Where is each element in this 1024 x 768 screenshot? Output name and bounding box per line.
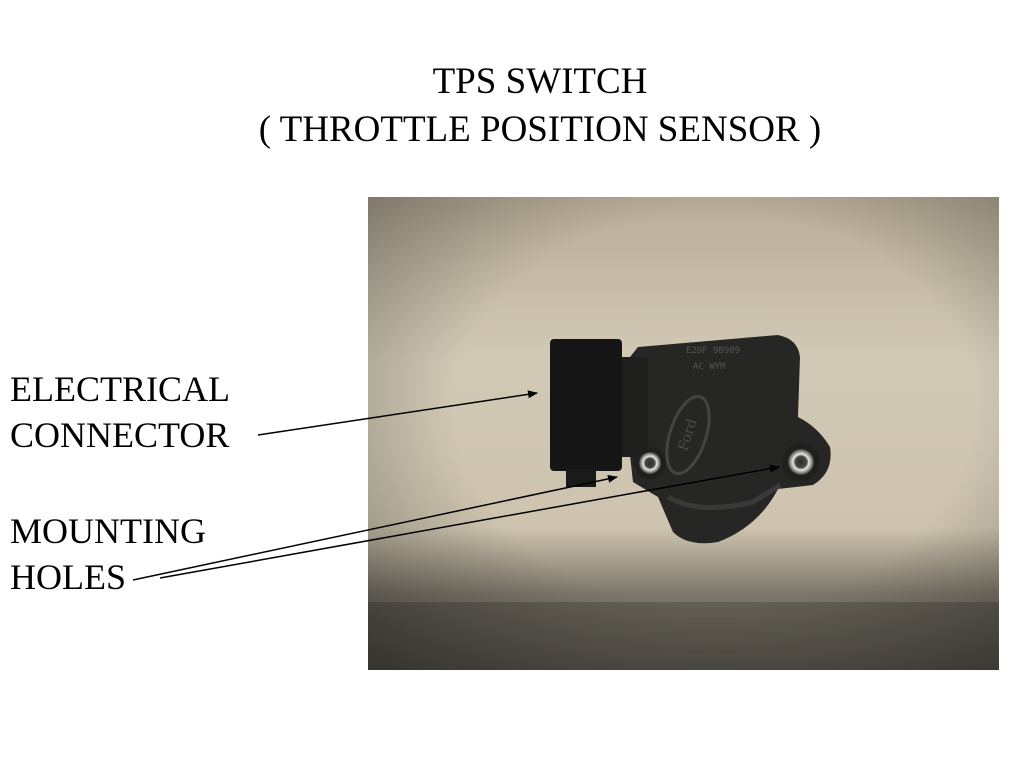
electrical-connector-label: ELECTRICAL CONNECTOR xyxy=(10,366,230,458)
mounting-hole-right xyxy=(782,443,820,481)
slide-title: TPS SWITCH ( THROTTLE POSITION SENSOR ) xyxy=(0,58,1024,154)
title-line-2: ( THROTTLE POSITION SENSOR ) xyxy=(258,109,822,150)
part-marking: E2DF 9B989 xyxy=(686,346,740,356)
title-line-1: TPS SWITCH xyxy=(432,61,648,102)
mounting-holes-label: MOUNTING HOLES xyxy=(10,508,206,600)
holes-label-line-2: HOLES xyxy=(10,557,126,597)
part-marking-2: AC WYM xyxy=(693,362,726,372)
mounting-hole-left xyxy=(634,447,666,479)
holes-label-line-1: MOUNTING xyxy=(10,511,206,551)
connector-label-line-2: CONNECTOR xyxy=(10,415,230,455)
sensor-photo: Ford E2DF 9B989 AC WYM xyxy=(368,197,999,670)
connector-label-line-1: ELECTRICAL xyxy=(10,369,230,409)
